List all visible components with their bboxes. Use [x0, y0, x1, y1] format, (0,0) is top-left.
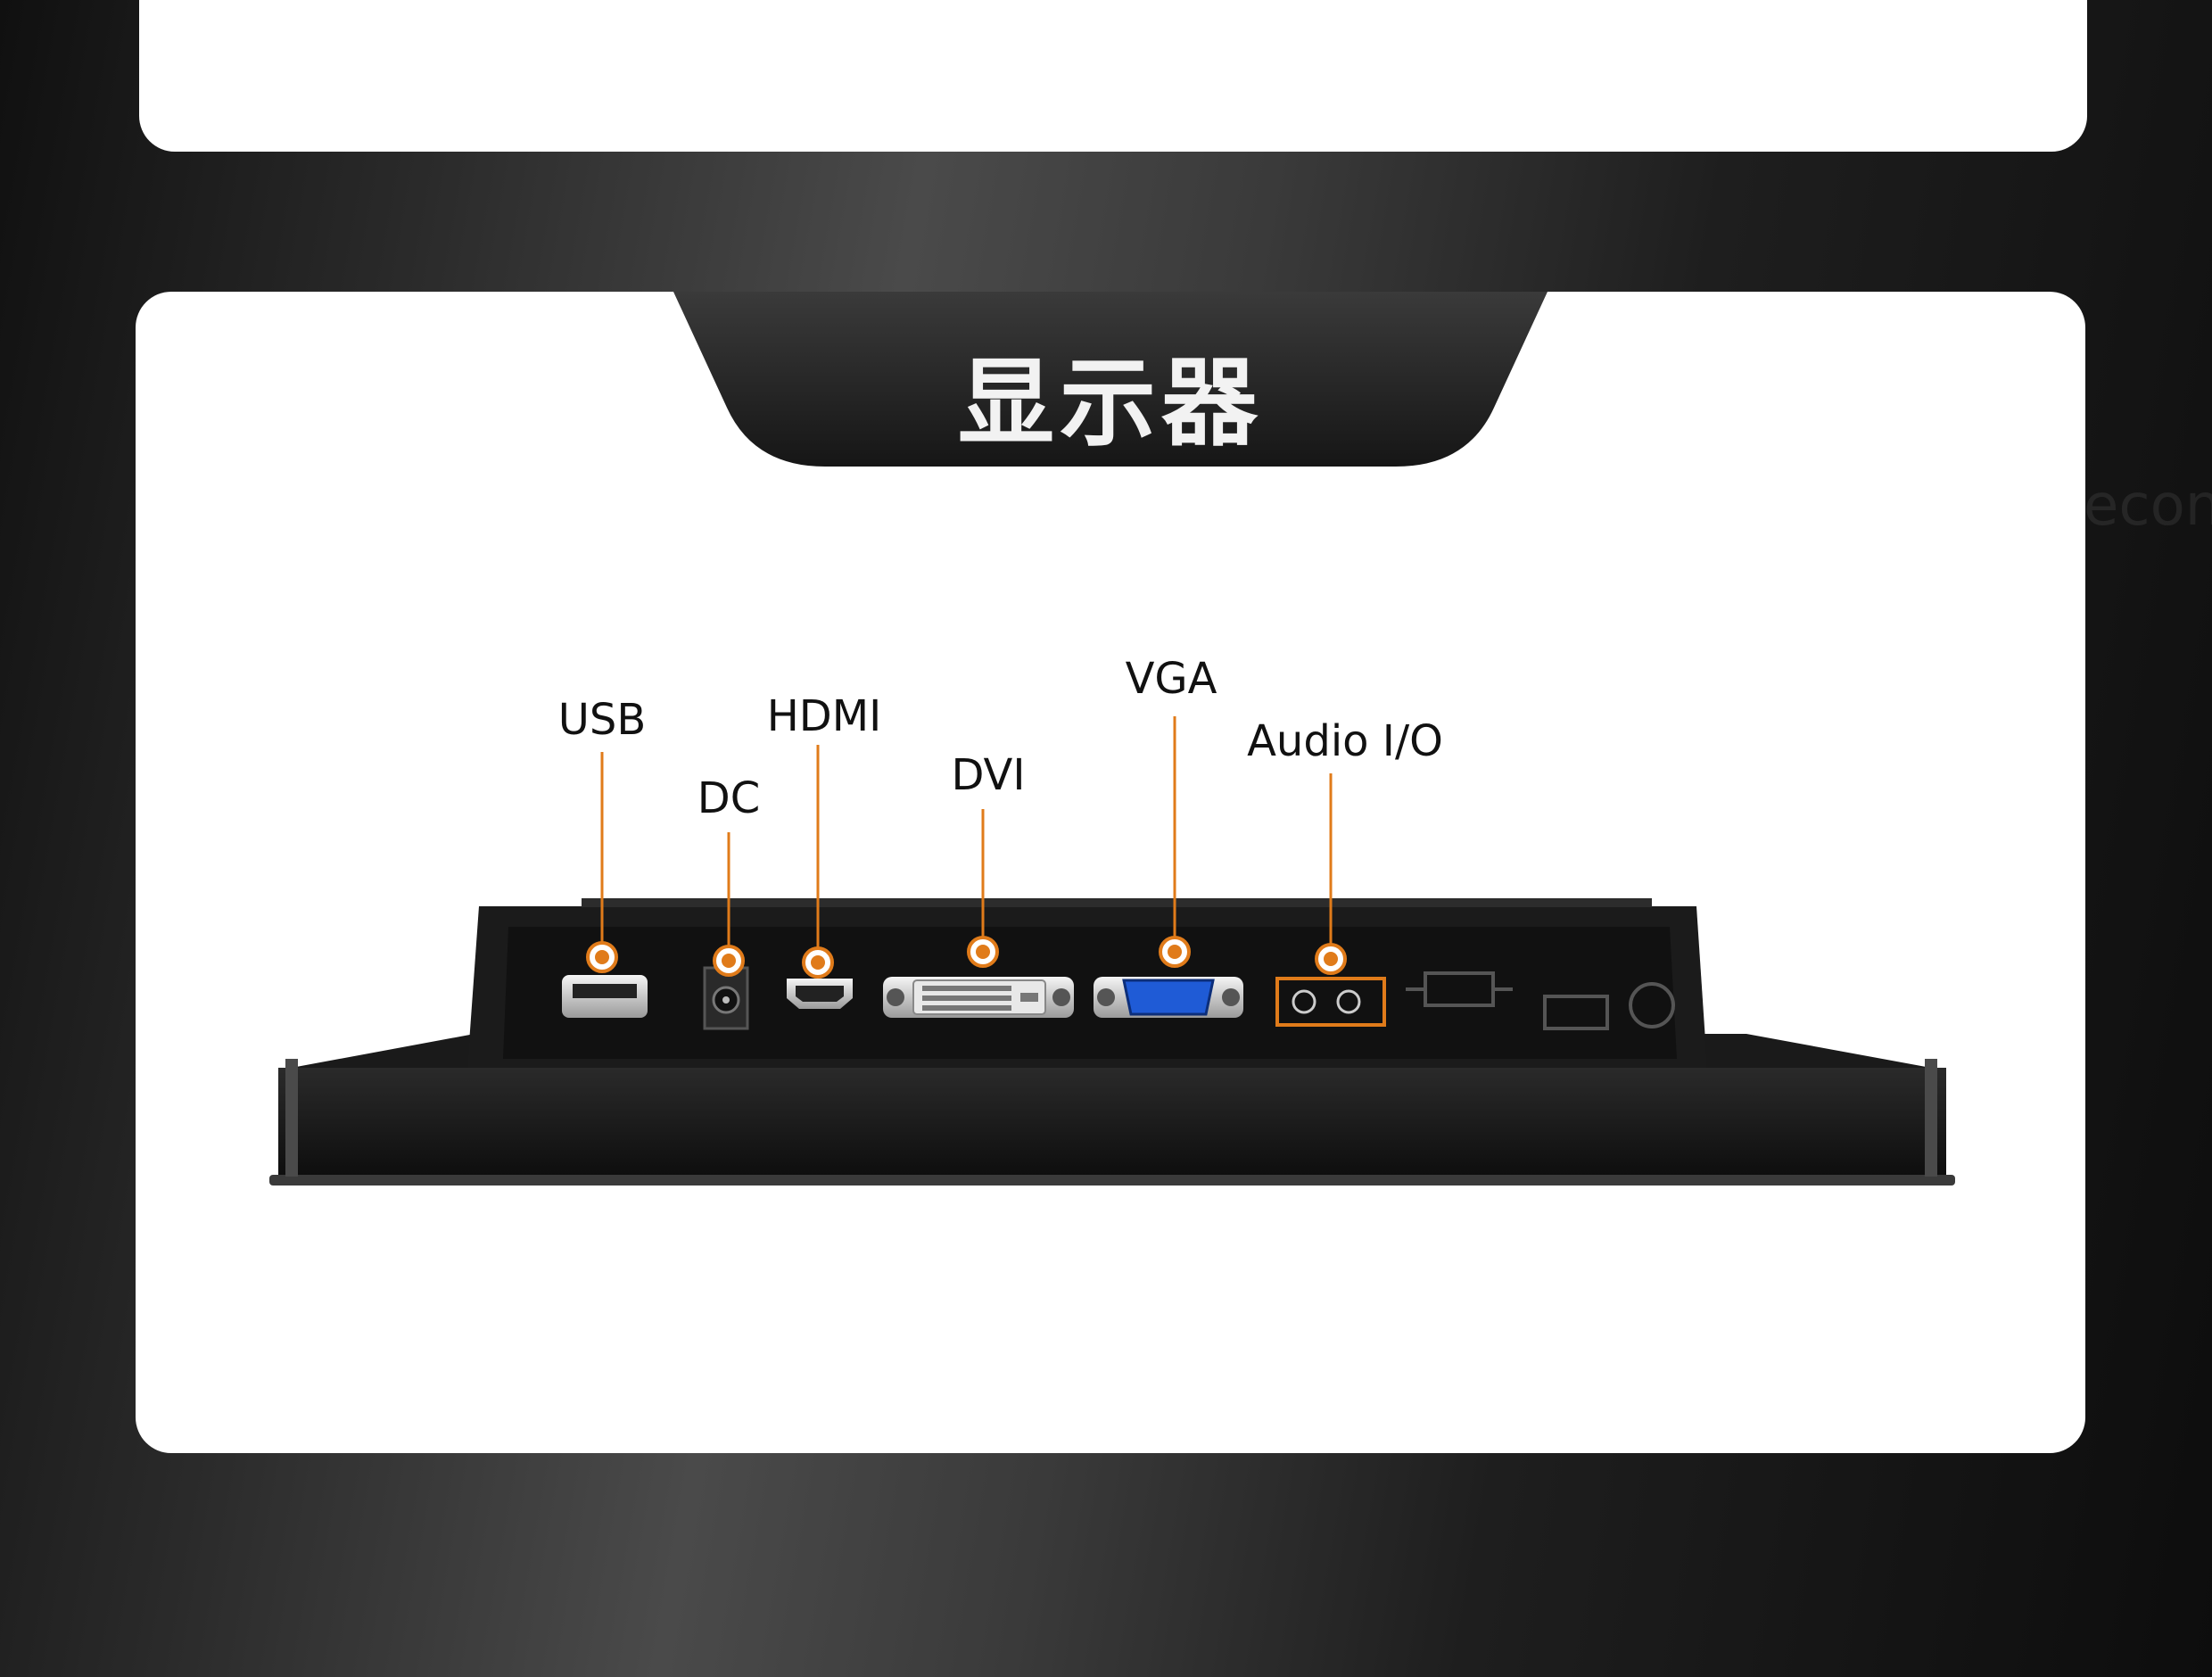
- hdmi-marker: [802, 946, 834, 979]
- audio-port-icon: [1275, 977, 1386, 1027]
- title-tab-shape: [673, 292, 1548, 467]
- hdmi-port-icon: [787, 979, 853, 1009]
- section-title: 显示器: [957, 348, 1263, 459]
- dc-label: DC: [697, 773, 760, 823]
- hdmi-label: HDMI: [767, 691, 882, 741]
- audio-marker: [1315, 943, 1347, 975]
- dc-marker: [713, 945, 745, 977]
- top-card: [139, 0, 2087, 152]
- vga-marker: [1159, 936, 1191, 968]
- monitor-body: [269, 898, 1955, 1185]
- dvi-label: DVI: [951, 750, 1025, 800]
- power-button-icon: [1406, 971, 1675, 1030]
- audio-label: Audio I/O: [1247, 716, 1443, 766]
- port-leader-lines: [600, 716, 1333, 966]
- usb-port-icon: [562, 975, 648, 1018]
- usb-label: USB: [558, 695, 647, 745]
- background-watermark: econ: [2084, 473, 2212, 539]
- vga-port-icon: [1094, 977, 1243, 1018]
- display-card: 显示器: [136, 292, 2085, 1453]
- port-markers: [586, 936, 1347, 979]
- monitor-ports-diagram: USB DC HDMI DVI VGA Audio I/O: [269, 654, 1955, 1185]
- dvi-port-icon: [883, 977, 1074, 1018]
- vga-label: VGA: [1126, 654, 1217, 704]
- section-title-tab: 显示器: [673, 292, 1548, 470]
- dc-port-icon: [703, 966, 749, 1030]
- usb-marker: [586, 941, 618, 973]
- dvi-marker: [967, 936, 999, 968]
